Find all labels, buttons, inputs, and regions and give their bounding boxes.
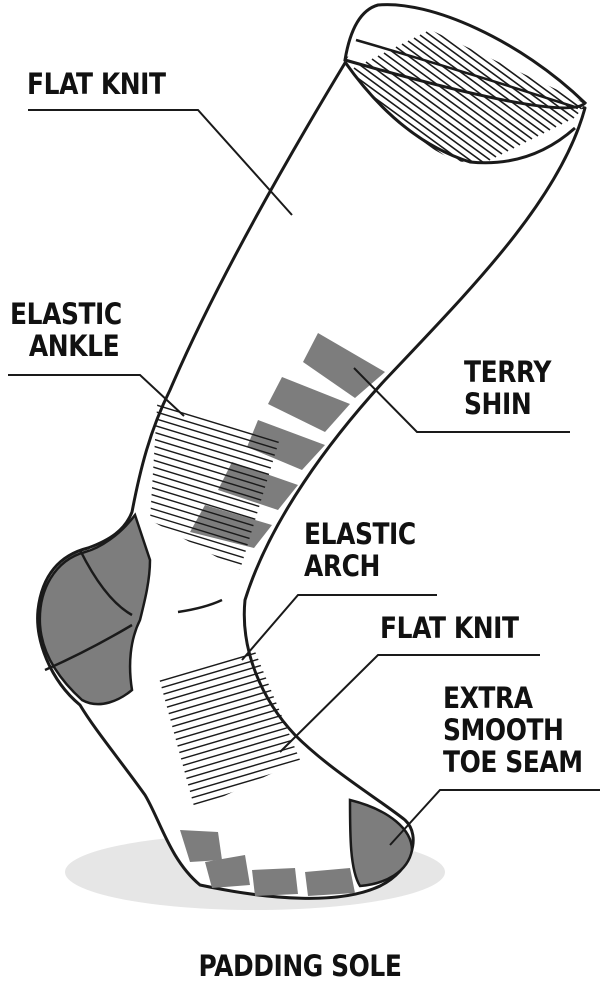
label-toe-seam-line-1: EXTRA (443, 681, 533, 715)
cuff-rib-line (509, 5, 585, 86)
cuff-rib-line (395, 46, 527, 143)
cuff-rib-line (533, 5, 585, 74)
label-elastic-ankle: ELASTIC ANKLE (10, 298, 122, 362)
ankle-rib-line (150, 504, 290, 561)
cuff-rib-line (563, 5, 585, 59)
cuff-rib-line (365, 61, 497, 158)
ankle-rib-line (150, 448, 290, 505)
label-flat-knit-top: FLAT KNIT (27, 67, 166, 101)
leader-flat-knit-top (28, 109, 293, 216)
cuff-rib-line (581, 5, 585, 50)
cuff-rib-line (407, 40, 539, 137)
arch-notch (177, 598, 223, 614)
label-elastic-ankle-line-1: ELASTIC (10, 297, 122, 331)
ankle-rib-line (150, 490, 290, 547)
cuff-rib-line (353, 67, 485, 164)
cuff-rib-line (551, 5, 585, 65)
cuff-rib-line (347, 70, 479, 164)
ankle-rib-line (150, 413, 290, 470)
ankle-rib-line (150, 511, 290, 568)
cuff-rib-line (545, 5, 585, 68)
sole-padding-blocks (180, 830, 355, 896)
cuff-rib-line (413, 37, 545, 134)
cuff-rib-line (389, 49, 521, 146)
label-elastic-arch-line-2: ARCH (304, 549, 380, 583)
leader-terry-shin (353, 367, 570, 433)
label-elastic-arch-line-1: ELASTIC (304, 517, 416, 551)
cuff-rib-line (377, 55, 509, 152)
ankle-rib-line (150, 399, 290, 456)
cuff-rib-line (539, 5, 585, 71)
label-toe-seam-line-2: SMOOTH (443, 713, 564, 747)
label-flat-knit-foot: FLAT KNIT (380, 611, 519, 645)
label-elastic-arch: ELASTIC ARCH (304, 518, 416, 582)
ankle-rib-line (150, 441, 290, 498)
cuff-rib-line (515, 5, 585, 83)
ankle-rib-line (150, 406, 290, 463)
label-terry-shin-line-1: TERRY (464, 355, 552, 389)
ankle-rib-line (150, 420, 290, 477)
label-elastic-ankle-line-2: ANKLE (28, 329, 120, 363)
cuff-rib-line (557, 5, 585, 62)
heel-pad (38, 512, 152, 706)
cuff-rib-line (419, 34, 551, 131)
ankle-rib-line (150, 469, 290, 526)
ankle-rib-line (150, 518, 290, 570)
toe-pad (348, 798, 414, 888)
label-terry-shin: TERRY SHIN (464, 356, 551, 420)
leader-lines (8, 109, 600, 846)
label-toe-seam-line-3: TOE SEAM (443, 745, 583, 779)
leader-elastic-ankle (8, 374, 185, 417)
cuff-rib-line (521, 5, 585, 80)
heel-seam (44, 549, 133, 672)
leader-elastic-arch (241, 594, 437, 661)
leader-toe-seam (389, 789, 600, 846)
cuff-bottom-edge (343, 61, 576, 165)
label-padding-sole: PADDING SOLE (198, 949, 402, 983)
cuff-rib-line (588, 0, 608, 46)
ankle-rib-line (150, 427, 290, 484)
ankle-rib-line (150, 455, 290, 512)
cuff-rib-line (431, 28, 563, 125)
cuff-inner-band (355, 38, 579, 110)
ankle-rib-line (150, 434, 290, 491)
cuff-rib-line (575, 5, 585, 53)
cuff-rib-line (359, 64, 491, 161)
cuff-rib-line (569, 5, 585, 56)
sock-outline (36, 56, 587, 900)
ankle-rib-line (150, 476, 290, 533)
label-terry-shin-line-2: SHIN (464, 387, 532, 421)
cuff-rib-line (594, 0, 608, 43)
leader-flat-knit-foot (279, 654, 540, 753)
cuff-top-ellipse (343, 3, 588, 110)
cuff-rib-line (383, 52, 515, 149)
ankle-rib-line (150, 483, 290, 540)
ankle-rib-line (150, 462, 290, 519)
ankle-rib-line (150, 497, 290, 554)
label-extra-smooth-toe-seam: EXTRA SMOOTH TOE SEAM (443, 682, 583, 778)
